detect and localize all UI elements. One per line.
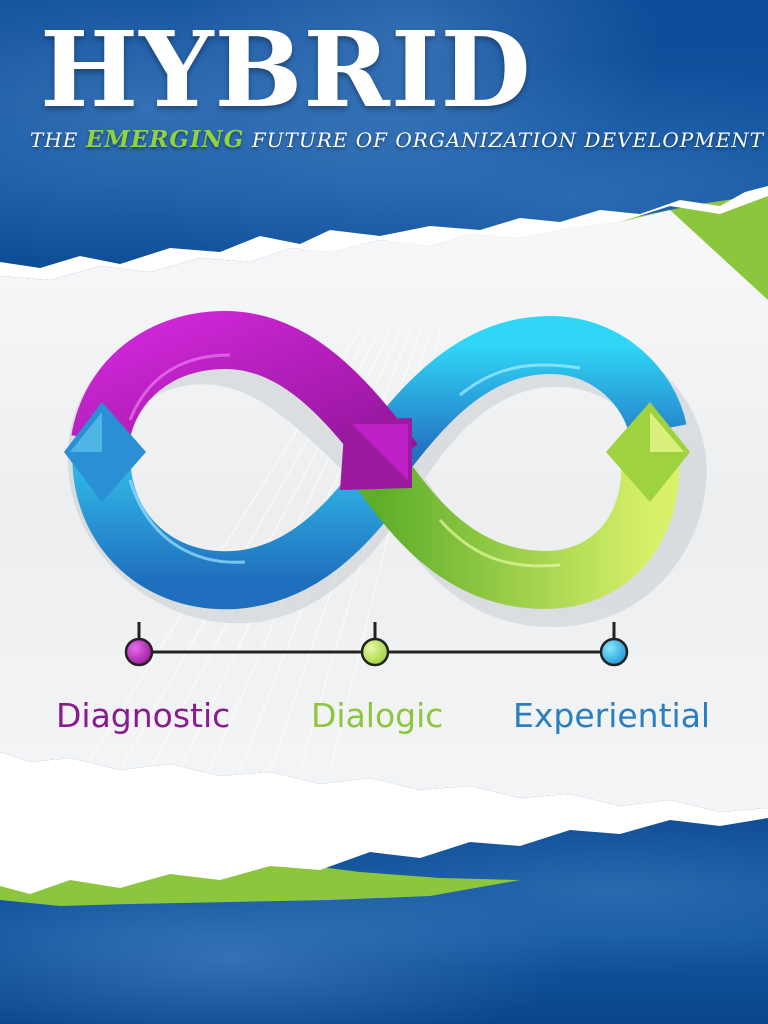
stage-label-dialogic: Dialogic <box>311 696 444 735</box>
subtitle-prefix: THE <box>30 128 79 152</box>
timeline-node-experiential <box>599 637 629 667</box>
infinity-loop-icon <box>64 310 707 628</box>
torn-paper-edge-top <box>0 186 768 280</box>
stage-label-diagnostic: Diagnostic <box>56 696 231 735</box>
torn-paper-edge-bottom <box>0 752 768 894</box>
subtitle-suffix: FUTURE OF ORGANIZATION DEVELOPMENT <box>251 128 765 152</box>
subtitle-highlight: EMERGING <box>85 126 245 153</box>
stage-label-experiential: Experiential <box>513 696 711 735</box>
timeline-node-dialogic <box>360 637 390 667</box>
timeline-node-diagnostic <box>124 637 154 667</box>
poster-title: HYBRID <box>40 8 532 131</box>
timeline <box>124 622 629 667</box>
poster-subtitle: THE EMERGING FUTURE OF ORGANIZATION DEVE… <box>30 126 763 154</box>
